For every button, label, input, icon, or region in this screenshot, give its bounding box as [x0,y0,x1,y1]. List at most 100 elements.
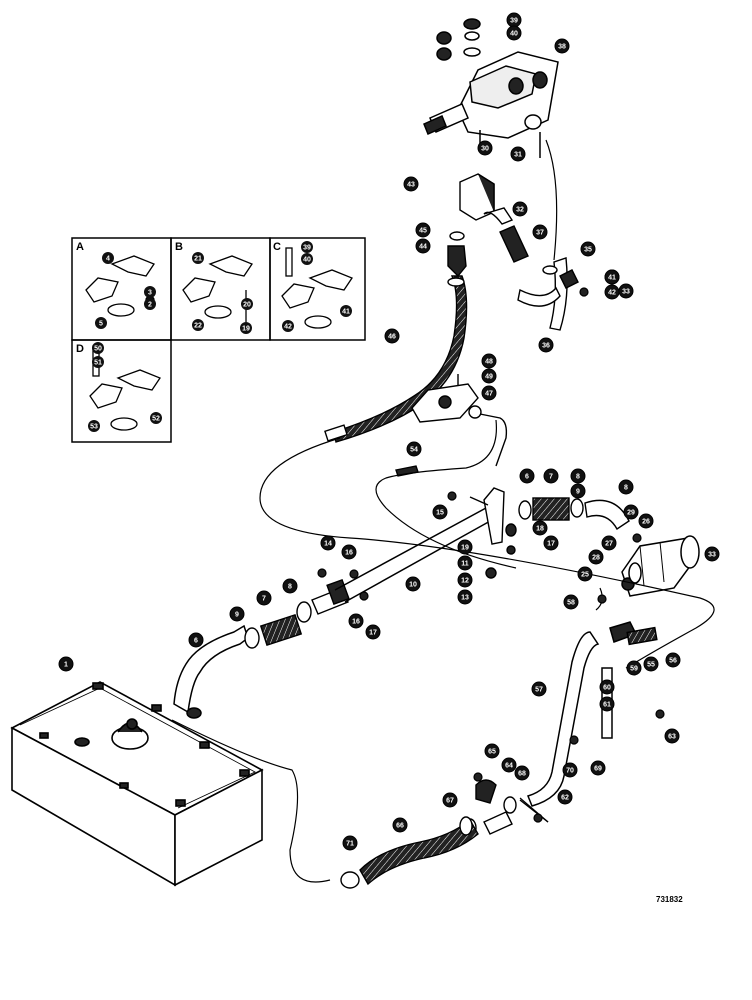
callout-bubble [532,520,548,536]
detail-callout-bubble [282,320,294,332]
callout-number: 48 [485,359,493,366]
callout-number: 61 [603,702,611,709]
callout-c16b: 16 [348,613,364,629]
callout-c18: 18 [532,520,548,536]
callout-bubble [481,353,497,369]
callout-c49: 49 [481,368,497,384]
callout-c17b: 17 [543,535,559,551]
callout-bubble [506,25,522,41]
callout-c8c: 8 [618,479,634,495]
callout-bubble [623,504,639,520]
detail-callout-number: 42 [284,324,292,331]
callout-c70: 70 [562,762,578,778]
detail-callout: 40 [301,253,313,265]
detail-box-group [71,237,366,443]
callout-number: 44 [419,244,427,251]
callout-number: 6 [525,474,529,481]
callout-number: 30 [481,146,489,153]
detail-callout-bubble [95,317,107,329]
callout-c57: 57 [531,681,547,697]
flange-set-a [85,255,155,317]
callout-c35: 35 [580,241,596,257]
callout-bubble [570,483,586,499]
callout-c27: 27 [601,535,617,551]
callout-bubble [562,762,578,778]
callout-c68: 68 [514,765,530,781]
callout-number: 29 [627,510,635,517]
callout-bubble [512,201,528,217]
detail-box-b-letter: B [175,241,183,253]
callout-number: 35 [584,247,592,254]
callout-number: 65 [488,749,496,756]
detail-callout-number: 5 [99,321,103,328]
callout-c47: 47 [481,385,497,401]
callout-number: 32 [516,207,524,214]
detail-callout-number: 3 [148,290,152,297]
callout-c41: 41 [604,269,620,285]
detail-callout-bubble [301,253,313,265]
detail-callout: 51 [92,356,104,368]
detail-callout-bubble [88,420,100,432]
callout-bubble [543,535,559,551]
callout-number: 18 [536,526,544,533]
detail-callout: 5 [95,317,107,329]
callout-number: 9 [576,489,580,496]
detail-callout-bubble [144,286,156,298]
detail-callout: 53 [88,420,100,432]
callout-bubble [58,656,74,672]
detail-callout-bubble [340,305,352,317]
figure-number: 731832 [656,895,683,904]
callout-number: 16 [352,619,360,626]
callout-bubble [341,544,357,560]
callout-c6: 6 [188,632,204,648]
callout-bubble [406,441,422,457]
detail-callout-bubble [150,412,162,424]
callout-c38: 38 [554,38,570,54]
callout-c15: 15 [432,504,448,520]
detail-callout-bubble [301,241,313,253]
detail-callout-number: 50 [94,346,102,353]
callout-number: 17 [369,630,377,637]
callout-number: 56 [669,658,677,665]
detail-callout-bubble [241,298,253,310]
callout-bubble [577,566,593,582]
callout-bubble [664,728,680,744]
callout-number: 38 [558,44,566,51]
callout-bubble [557,789,573,805]
callout-number: 58 [567,600,575,607]
upper-right-hose-group [469,487,630,579]
callout-bubble [484,743,500,759]
callout-bubble [282,578,298,594]
callout-c16: 16 [341,544,357,560]
callout-bubble [188,632,204,648]
callout-c59: 59 [626,660,642,676]
callout-bubble [432,504,448,520]
callout-c69: 69 [590,760,606,776]
detail-callout-number: 53 [90,424,98,431]
callout-bubble [415,238,431,254]
flange-set-b [182,255,253,322]
callout-number: 13 [461,595,469,602]
callout-number: 67 [446,798,454,805]
callout-c33b: 33 [618,283,634,299]
detail-callout-number: 4 [106,256,110,263]
detail-callout-number: 52 [152,416,160,423]
callout-number: 7 [549,474,553,481]
lower-left-hose-group [244,578,350,649]
callout-bubble [519,468,535,484]
callout-number: 59 [630,666,638,673]
callout-number: 33 [708,552,716,559]
callout-bubble [532,224,548,240]
callout-number: 19 [461,545,469,552]
detail-callout: 4 [102,252,114,264]
callout-bubble [599,679,615,695]
callout-number: 46 [388,334,396,341]
callout-number: 10 [409,582,417,589]
callout-c28: 28 [588,549,604,565]
callout-bubble [392,817,408,833]
callout-bubble [348,613,364,629]
callout-c37: 37 [532,224,548,240]
detail-callout: 41 [340,305,352,317]
callout-bubble [570,468,586,484]
